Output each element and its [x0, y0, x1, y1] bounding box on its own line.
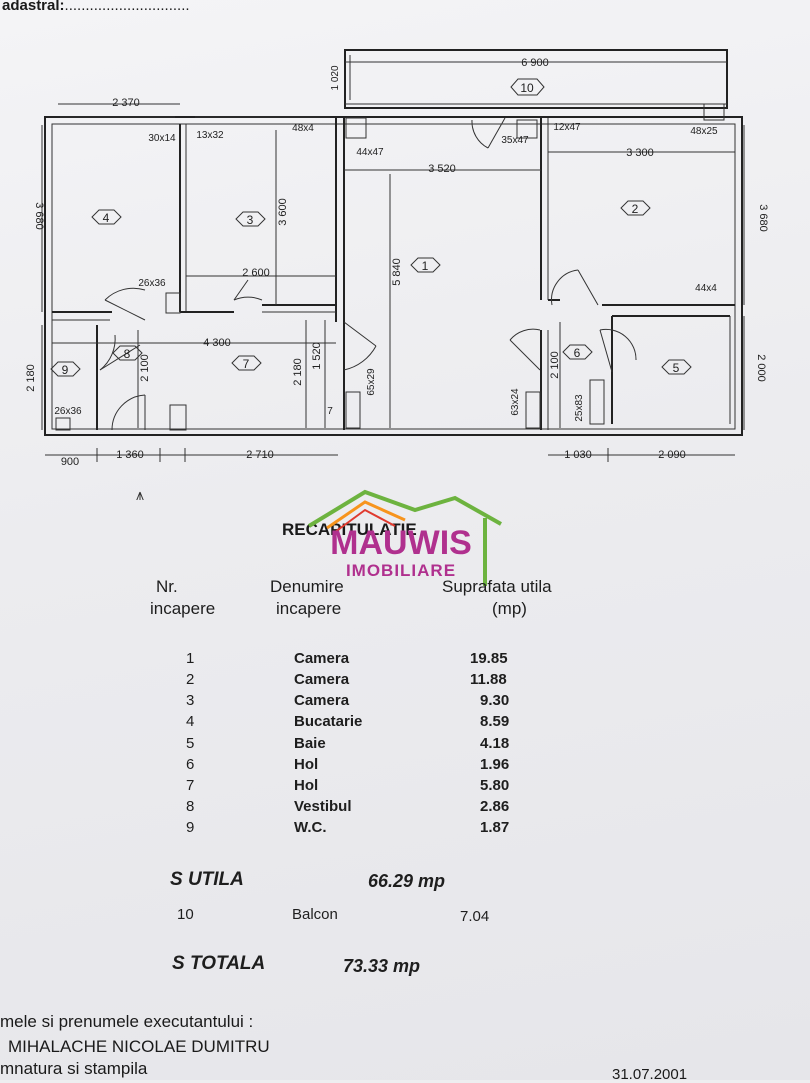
col-header-nr: Nr. incapere	[150, 577, 216, 618]
row-name: W.C.	[294, 819, 327, 836]
dim-label: 3 680	[757, 204, 769, 232]
dim-label: 1 030	[564, 449, 592, 461]
dim-label: 5 840	[391, 258, 403, 286]
room-number-4: 4	[103, 211, 110, 225]
s-utila-label: S UTILA	[170, 869, 244, 890]
room-number-10: 10	[520, 81, 534, 95]
room-number-3: 3	[247, 213, 254, 227]
dimension-labels: 6 900 1 020 2 370 30x14 13x32 48x4 44x47…	[25, 57, 769, 468]
mauwis-logo: MAUWIS IMOBILIARE	[307, 489, 502, 586]
signature-label: mnatura si stampila	[0, 1059, 148, 1078]
dim-label: 12x47	[553, 122, 581, 133]
outer-walls	[44, 103, 743, 436]
dim-label: 2 000	[755, 354, 767, 382]
dim-label: 1 360	[116, 449, 144, 461]
room-number-2: 2	[632, 202, 639, 216]
row-area: 19.85	[470, 650, 508, 667]
dim-label: 44x47	[356, 147, 384, 158]
row-name: Vestibul	[294, 798, 352, 815]
row-area: 5.80	[480, 777, 510, 794]
dim-label: 1 020	[330, 65, 341, 90]
s-totala-value: 73.33 mp	[343, 956, 421, 976]
dim-label: 35x47	[501, 135, 529, 146]
row-nr: 4	[186, 713, 195, 730]
row-nr: 9	[186, 819, 195, 836]
dim-label: 3 600	[277, 198, 289, 226]
document-date: 31.07.2001	[612, 1066, 688, 1083]
row-name: Camera	[294, 692, 350, 709]
executant-name: MIHALACHE NICOLAE DUMITRU	[8, 1037, 270, 1056]
row-area: 4.18	[480, 735, 510, 752]
dim-label: 2 370	[112, 97, 140, 109]
dim-label: 3 520	[428, 163, 456, 175]
row-area: 9.30	[480, 692, 510, 709]
dim-label: 26x36	[54, 406, 82, 417]
balcon-area: 7.04	[460, 908, 490, 925]
s-utila-value: 66.29 mp	[368, 871, 446, 891]
room-number-1: 1	[422, 259, 429, 273]
dim-label: 65x29	[366, 368, 377, 396]
dim-label: 1 520	[311, 342, 323, 370]
dim-label: 63x24	[510, 388, 521, 416]
dim-label: 13x32	[196, 130, 224, 141]
row-name: Camera	[294, 650, 350, 667]
dim-label: 3 680	[33, 202, 45, 230]
dim-label: 25x83	[574, 394, 585, 422]
dim-label: 2 100	[139, 354, 151, 382]
dim-label: 2 090	[658, 449, 686, 461]
row-area: 1.96	[480, 756, 510, 773]
room-number-9: 9	[62, 363, 69, 377]
dimension-lines	[41, 55, 745, 500]
col-header-name: Denumire incapere	[270, 577, 344, 618]
row-name: Camera	[294, 671, 350, 688]
dim-label: 2 710	[246, 449, 274, 461]
logo-name: MAUWIS	[330, 524, 472, 562]
row-area: 8.59	[480, 713, 510, 730]
s-totala-label: S TOTALA	[172, 953, 266, 974]
row-name: Hol	[294, 777, 319, 794]
row-area: 2.86	[480, 798, 510, 815]
row-nr: 5	[186, 735, 195, 752]
recap-title: RECAPITULATIE	[282, 520, 417, 539]
balcon-nr: 10	[177, 906, 194, 923]
dim-label: 30x14	[148, 133, 176, 144]
executant-label: mele si prenumele executantului :	[0, 1012, 254, 1031]
row-nr: 6	[186, 756, 195, 773]
dim-label: 2 180	[25, 364, 37, 392]
dim-label: 4 300	[203, 337, 231, 349]
room-number-5: 5	[673, 361, 680, 375]
row-nr: 8	[186, 798, 195, 815]
logo-subtitle: IMOBILIARE	[346, 561, 456, 580]
floor-plan: 1 2 3 4 5 6 7 8 9 10 6 900 1 020 2 370 3…	[25, 49, 769, 500]
row-nr: 7	[186, 777, 195, 794]
dim-label: 26x36	[138, 278, 166, 289]
dim-label: 6 900	[521, 57, 549, 69]
dim-label: 2 100	[549, 351, 561, 379]
col-header-area: Suprafata utila (mp)	[442, 577, 552, 618]
balcon-name: Balcon	[292, 906, 338, 923]
row-name: Hol	[294, 756, 319, 773]
room-markers: 1 2 3 4 5 6 7 8 9 10	[50, 78, 692, 377]
row-nr: 3	[186, 692, 195, 709]
row-name: Bucatarie	[294, 713, 363, 730]
row-nr: 2	[186, 671, 195, 688]
room-number-8: 8	[124, 347, 131, 361]
dim-label: 44x4	[695, 283, 717, 294]
dim-label: 48x4	[292, 123, 314, 134]
room-number-6: 6	[574, 346, 581, 360]
dim-label: 2 600	[242, 267, 270, 279]
dim-label: 7	[327, 406, 333, 417]
dim-label: 900	[61, 456, 79, 468]
dim-label: 2 180	[292, 358, 304, 386]
row-name: Baie	[294, 735, 326, 752]
dim-label: 48x25	[690, 126, 718, 137]
row-area: 1.87	[480, 819, 510, 836]
row-nr: 1	[186, 650, 195, 667]
dim-label: 3 300	[626, 147, 654, 159]
cadastral-label: adastral:..............................	[2, 0, 190, 14]
room-number-7: 7	[243, 357, 250, 371]
row-area: 11.88	[470, 671, 507, 688]
